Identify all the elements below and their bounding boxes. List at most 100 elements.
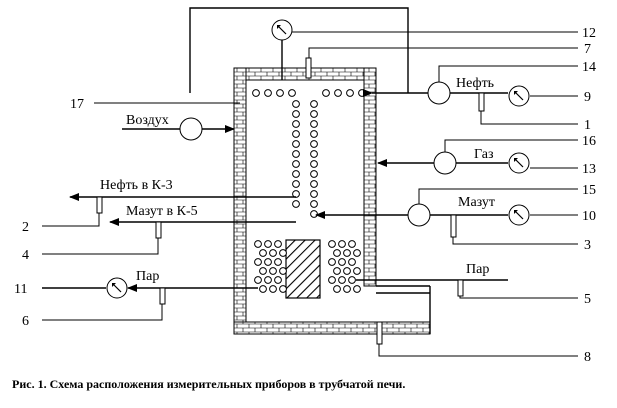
furnace-tube-icon <box>310 110 318 118</box>
furnace-tube-icon <box>279 267 287 275</box>
furnace-tube-icon <box>322 89 330 97</box>
furnace-tube-icon <box>252 89 260 97</box>
ref-1: 1 <box>584 118 591 133</box>
ref-11: 11 <box>14 282 27 297</box>
furnace-tube-icon <box>292 160 300 168</box>
furnace-tube-icon <box>310 120 318 128</box>
furnace-tube-icon <box>310 150 318 158</box>
furnace-tube-icon <box>292 200 300 208</box>
furnace-tube-icon <box>292 100 300 108</box>
furnace-tube-icon <box>259 285 267 293</box>
labels: Воздух Нефть Газ Мазут Нефть в К-3 Мазут… <box>100 76 495 284</box>
furnace-tube-icon <box>310 130 318 138</box>
furnace-tube-icon <box>333 249 341 257</box>
label-oil-to-k3: Нефть в К-3 <box>100 178 173 193</box>
label-gas: Газ <box>474 147 494 162</box>
furnace-tube-icon <box>264 89 272 97</box>
furnace-tube-icon <box>264 240 272 248</box>
furnace-tube-icon <box>279 249 287 257</box>
furnace-tube-icon <box>343 285 351 293</box>
ref-8: 8 <box>584 350 591 365</box>
furnace-tube-icon <box>292 180 300 188</box>
furnace-tube-icon <box>292 120 300 128</box>
ref-6: 6 <box>22 314 29 329</box>
pressure-gauge-icon <box>106 277 128 299</box>
pumps <box>179 81 457 227</box>
furnace-tube-icon <box>269 267 277 275</box>
furnace-tube-icon <box>292 170 300 178</box>
furnace-tube-icon <box>264 258 272 266</box>
furnace-tube-icon <box>310 160 318 168</box>
furnace-tube-icon <box>269 249 277 257</box>
furnace-tube-icon <box>292 150 300 158</box>
furnace-tube-icon <box>274 240 282 248</box>
furnace-tube-icon <box>353 285 361 293</box>
furnace-tube-icon <box>269 285 277 293</box>
furnace-tube-icon <box>343 267 351 275</box>
furnace-tube-icon <box>259 267 267 275</box>
furnace-tube-icon <box>254 276 262 284</box>
pressure-gauge-icon <box>508 152 530 174</box>
furnace-tube-icon <box>346 89 354 97</box>
furnace-tube-icon <box>254 240 262 248</box>
furnace-tube-icon <box>292 140 300 148</box>
oil-pump-icon <box>427 81 451 105</box>
furnace-walls <box>233 67 431 335</box>
fuel-oil-pump-icon <box>407 203 431 227</box>
furnace-tube-icon <box>348 258 356 266</box>
ref-12: 12 <box>582 26 596 41</box>
air-blower-icon <box>179 117 203 141</box>
ref-2: 2 <box>22 220 29 235</box>
furnace-tube-icon <box>334 89 342 97</box>
furnace-tube-icon <box>310 100 318 108</box>
label-fuel-oil-to-k5: Мазут в К-5 <box>126 204 198 219</box>
ref-4: 4 <box>22 248 29 263</box>
flue-duct <box>376 285 431 334</box>
furnace-tube-icon <box>310 140 318 148</box>
furnace-tube-icon <box>274 276 282 284</box>
label-steam-right: Пар <box>466 262 489 277</box>
ref-3: 3 <box>584 238 591 253</box>
furnace-tube-icon <box>276 89 284 97</box>
furnace-tube-icon <box>259 249 267 257</box>
ref-17: 17 <box>70 97 84 112</box>
furnace-tube-icon <box>288 89 296 97</box>
gas-pump-icon <box>433 151 457 175</box>
label-air: Воздух <box>126 113 169 128</box>
label-steam-left: Пар <box>136 269 159 284</box>
ref-5: 5 <box>584 292 591 307</box>
furnace-tube-icon <box>343 249 351 257</box>
ref-15: 15 <box>582 183 596 198</box>
furnace-tube-icon <box>338 276 346 284</box>
furnace-tube-icon <box>358 89 366 97</box>
ref-14: 14 <box>582 60 596 75</box>
furnace-tube-icon <box>254 258 262 266</box>
pressure-gauges <box>106 19 530 299</box>
furnace-tube-icon <box>310 170 318 178</box>
ref-7: 7 <box>584 42 591 57</box>
furnace-tube-icon <box>264 276 272 284</box>
label-fuel-oil: Мазут <box>458 195 495 210</box>
furnace-tube-icon <box>333 285 341 293</box>
furnace-tube-icon <box>338 258 346 266</box>
pressure-gauge-icon <box>508 85 530 107</box>
convection-block <box>285 239 321 299</box>
ref-10: 10 <box>582 209 596 224</box>
ref-9: 9 <box>584 90 591 105</box>
furnace-tube-icon <box>328 240 336 248</box>
furnace-tube-icon <box>274 258 282 266</box>
thermocouples <box>96 57 485 345</box>
furnace-tube-icon <box>310 190 318 198</box>
furnace-tube-icon <box>353 249 361 257</box>
pressure-gauge-icon <box>508 204 530 226</box>
pipelines <box>42 31 578 357</box>
furnace-tube-icon <box>292 130 300 138</box>
furnace-tube-icon <box>310 210 318 218</box>
furnace-tube-icon <box>310 180 318 188</box>
furnace-tube-icon <box>328 276 336 284</box>
top-loop-pipe <box>189 7 409 93</box>
furnace-tube-icon <box>338 240 346 248</box>
furnace-tube-icon <box>333 267 341 275</box>
furnace-tube-icon <box>348 276 356 284</box>
